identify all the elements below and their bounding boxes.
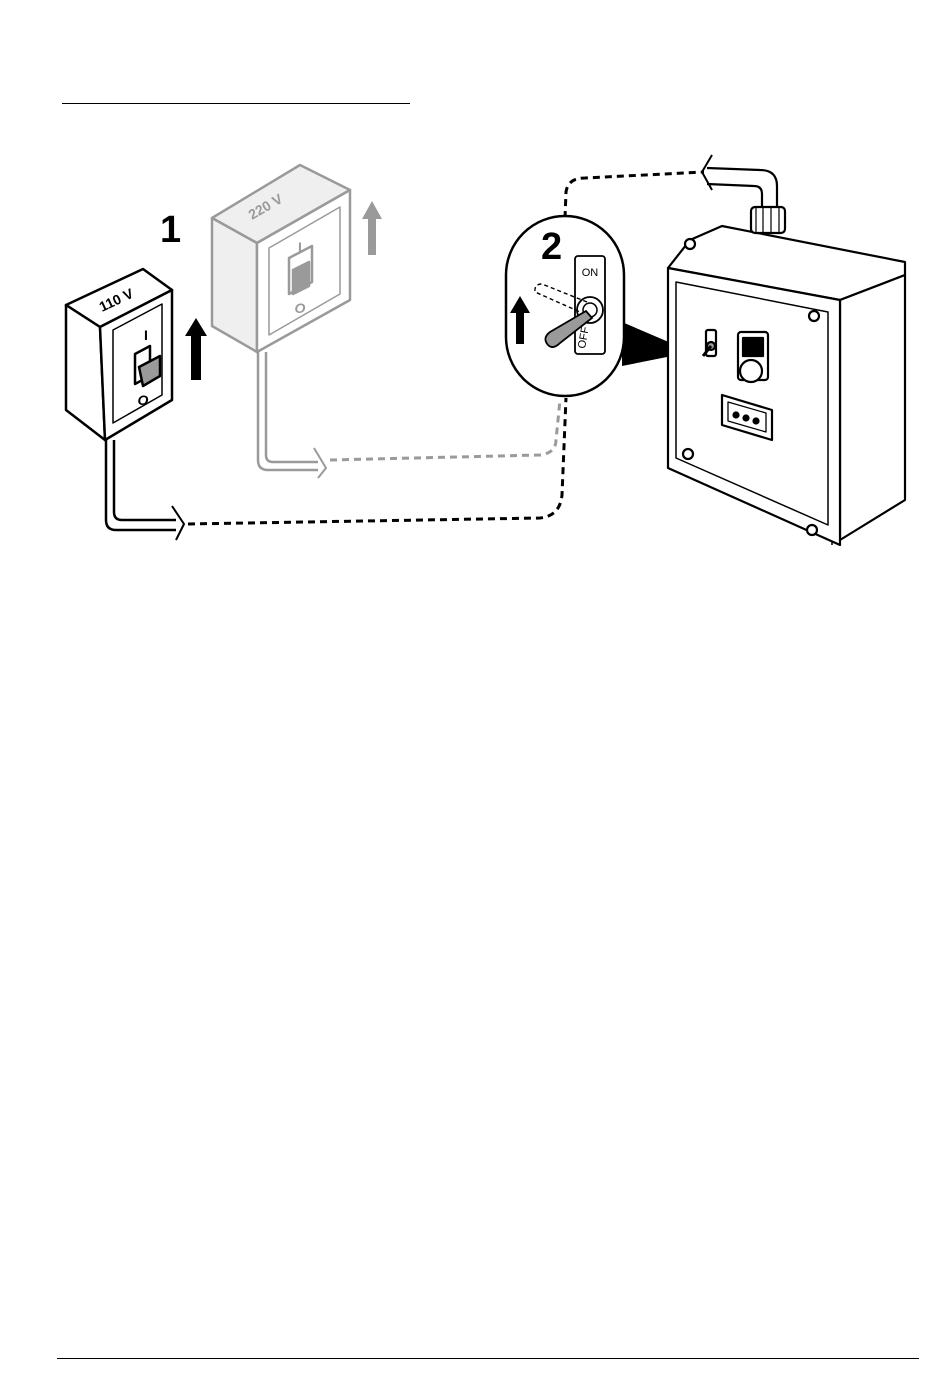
connection-line-box [565,172,704,218]
up-arrow-icon [185,318,207,380]
step-number-1: 1 [160,209,181,251]
connection-line-220v [330,400,560,460]
off-mark-220v: O [295,300,306,316]
up-arrow-icon [362,201,382,255]
on-mark-220v: I [298,239,302,255]
connection-line-110v [188,398,566,524]
control-box [668,155,905,545]
toggle-on-label: ON [582,267,599,279]
on-mark-110v: I [144,327,148,343]
wall-switch-110v [66,269,184,540]
footer-rule [57,1358,919,1359]
wall-switch-220v [212,165,350,478]
toggle-callout [506,216,692,396]
step-number-2: 2 [541,226,562,268]
off-mark-110v: O [138,392,149,408]
